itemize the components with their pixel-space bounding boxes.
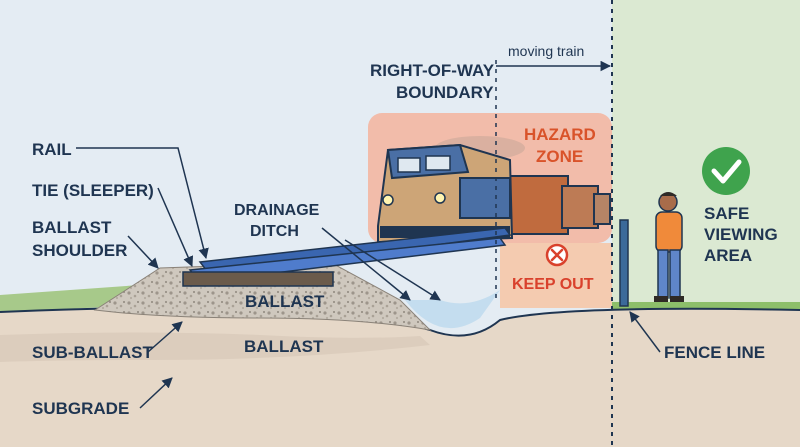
freight-car-2 <box>561 185 599 229</box>
leader-lines <box>76 147 661 409</box>
label-moving-train: moving train <box>508 43 584 59</box>
label-right-of-way-line2: BOUNDARY <box>396 83 494 102</box>
label-tie-sleeper: TIE (SLEEPER) <box>32 181 154 200</box>
freight-car-1 <box>507 175 569 235</box>
label-keep-out: KEEP OUT <box>512 276 594 293</box>
label-hazard-line2: ZONE <box>536 147 583 166</box>
headlight-right-icon <box>434 192 446 204</box>
label-ballast-shoulder-line2: SHOULDER <box>32 241 127 260</box>
freight-car-3 <box>593 193 611 225</box>
drainage-ditch-water <box>405 290 500 329</box>
subgrade-ground <box>0 307 800 447</box>
label-subgrade: SUBGRADE <box>32 399 129 418</box>
label-hazard-line1: HAZARD <box>524 125 596 144</box>
label-rail: RAIL <box>32 140 72 159</box>
keep-out-zone-area <box>500 243 612 308</box>
label-ballast-lower: BALLAST <box>244 337 324 356</box>
ballast-embankment <box>93 261 432 331</box>
label-right-of-way-line1: RIGHT-OF-WAY <box>370 61 495 80</box>
label-safe-line2: VIEWING <box>704 225 778 244</box>
locomotive-window-right <box>425 155 451 171</box>
label-drainage-line2: DITCH <box>250 223 299 240</box>
label-fence-line: FENCE LINE <box>664 343 765 362</box>
tie-sleeper <box>182 271 334 287</box>
label-sub-ballast: SUB-BALLAST <box>32 343 153 362</box>
sub-ballast-layer <box>0 332 430 362</box>
x-circle-icon <box>545 243 569 267</box>
label-safe-line1: SAFE <box>704 204 749 223</box>
person-figure <box>654 192 684 302</box>
label-ballast-upper: BALLAST <box>245 292 325 311</box>
label-drainage-line1: DRAINAGE <box>234 202 320 219</box>
fence-post <box>619 219 629 307</box>
headlight-left-icon <box>382 194 394 206</box>
locomotive-side-panel <box>459 177 511 219</box>
label-safe-line3: AREA <box>704 246 752 265</box>
check-circle-icon <box>702 147 750 195</box>
label-ballast-shoulder-line1: BALLAST <box>32 218 112 237</box>
locomotive-window-left <box>397 157 421 173</box>
